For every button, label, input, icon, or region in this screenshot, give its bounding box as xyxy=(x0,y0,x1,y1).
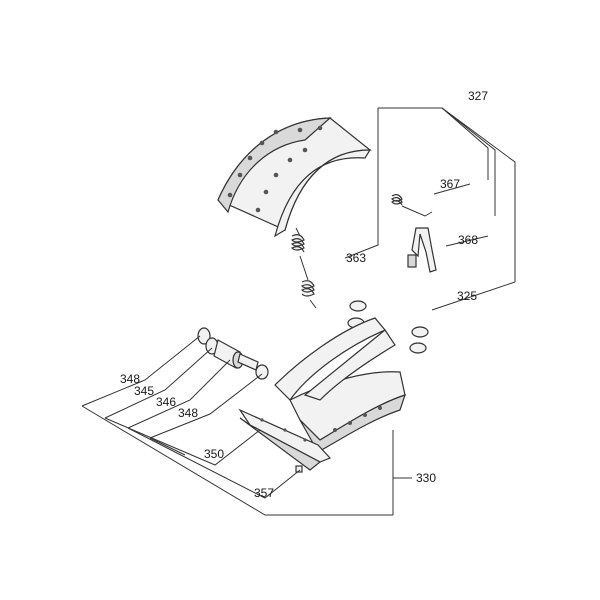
callout-330: 330 xyxy=(416,471,436,485)
callout-348-bottom: 348 xyxy=(178,406,198,420)
callout-357: 357 xyxy=(254,486,274,500)
callout-368: 368 xyxy=(458,233,478,247)
brake-shoe xyxy=(274,317,406,453)
callout-350: 350 xyxy=(204,447,224,461)
return-spring-363 xyxy=(290,227,317,309)
callout-327: 327 xyxy=(468,89,488,103)
callout-367: 367 xyxy=(440,177,460,191)
anchor-pin-assembly xyxy=(197,327,269,380)
callout-348-top: 348 xyxy=(120,372,140,386)
leader-lines xyxy=(81,107,516,516)
callout-363: 363 xyxy=(346,251,366,265)
callout-345: 345 xyxy=(134,384,154,398)
callout-346: 346 xyxy=(156,395,176,409)
shoe-plate-350 xyxy=(238,408,332,471)
clip-368 xyxy=(407,227,437,273)
callout-325: 325 xyxy=(457,289,477,303)
pin-357 xyxy=(295,465,303,473)
spring-367 xyxy=(391,193,433,217)
brake-lining xyxy=(217,117,372,238)
callout-labels: 327 367 368 363 325 348 345 346 348 350 … xyxy=(120,89,488,500)
